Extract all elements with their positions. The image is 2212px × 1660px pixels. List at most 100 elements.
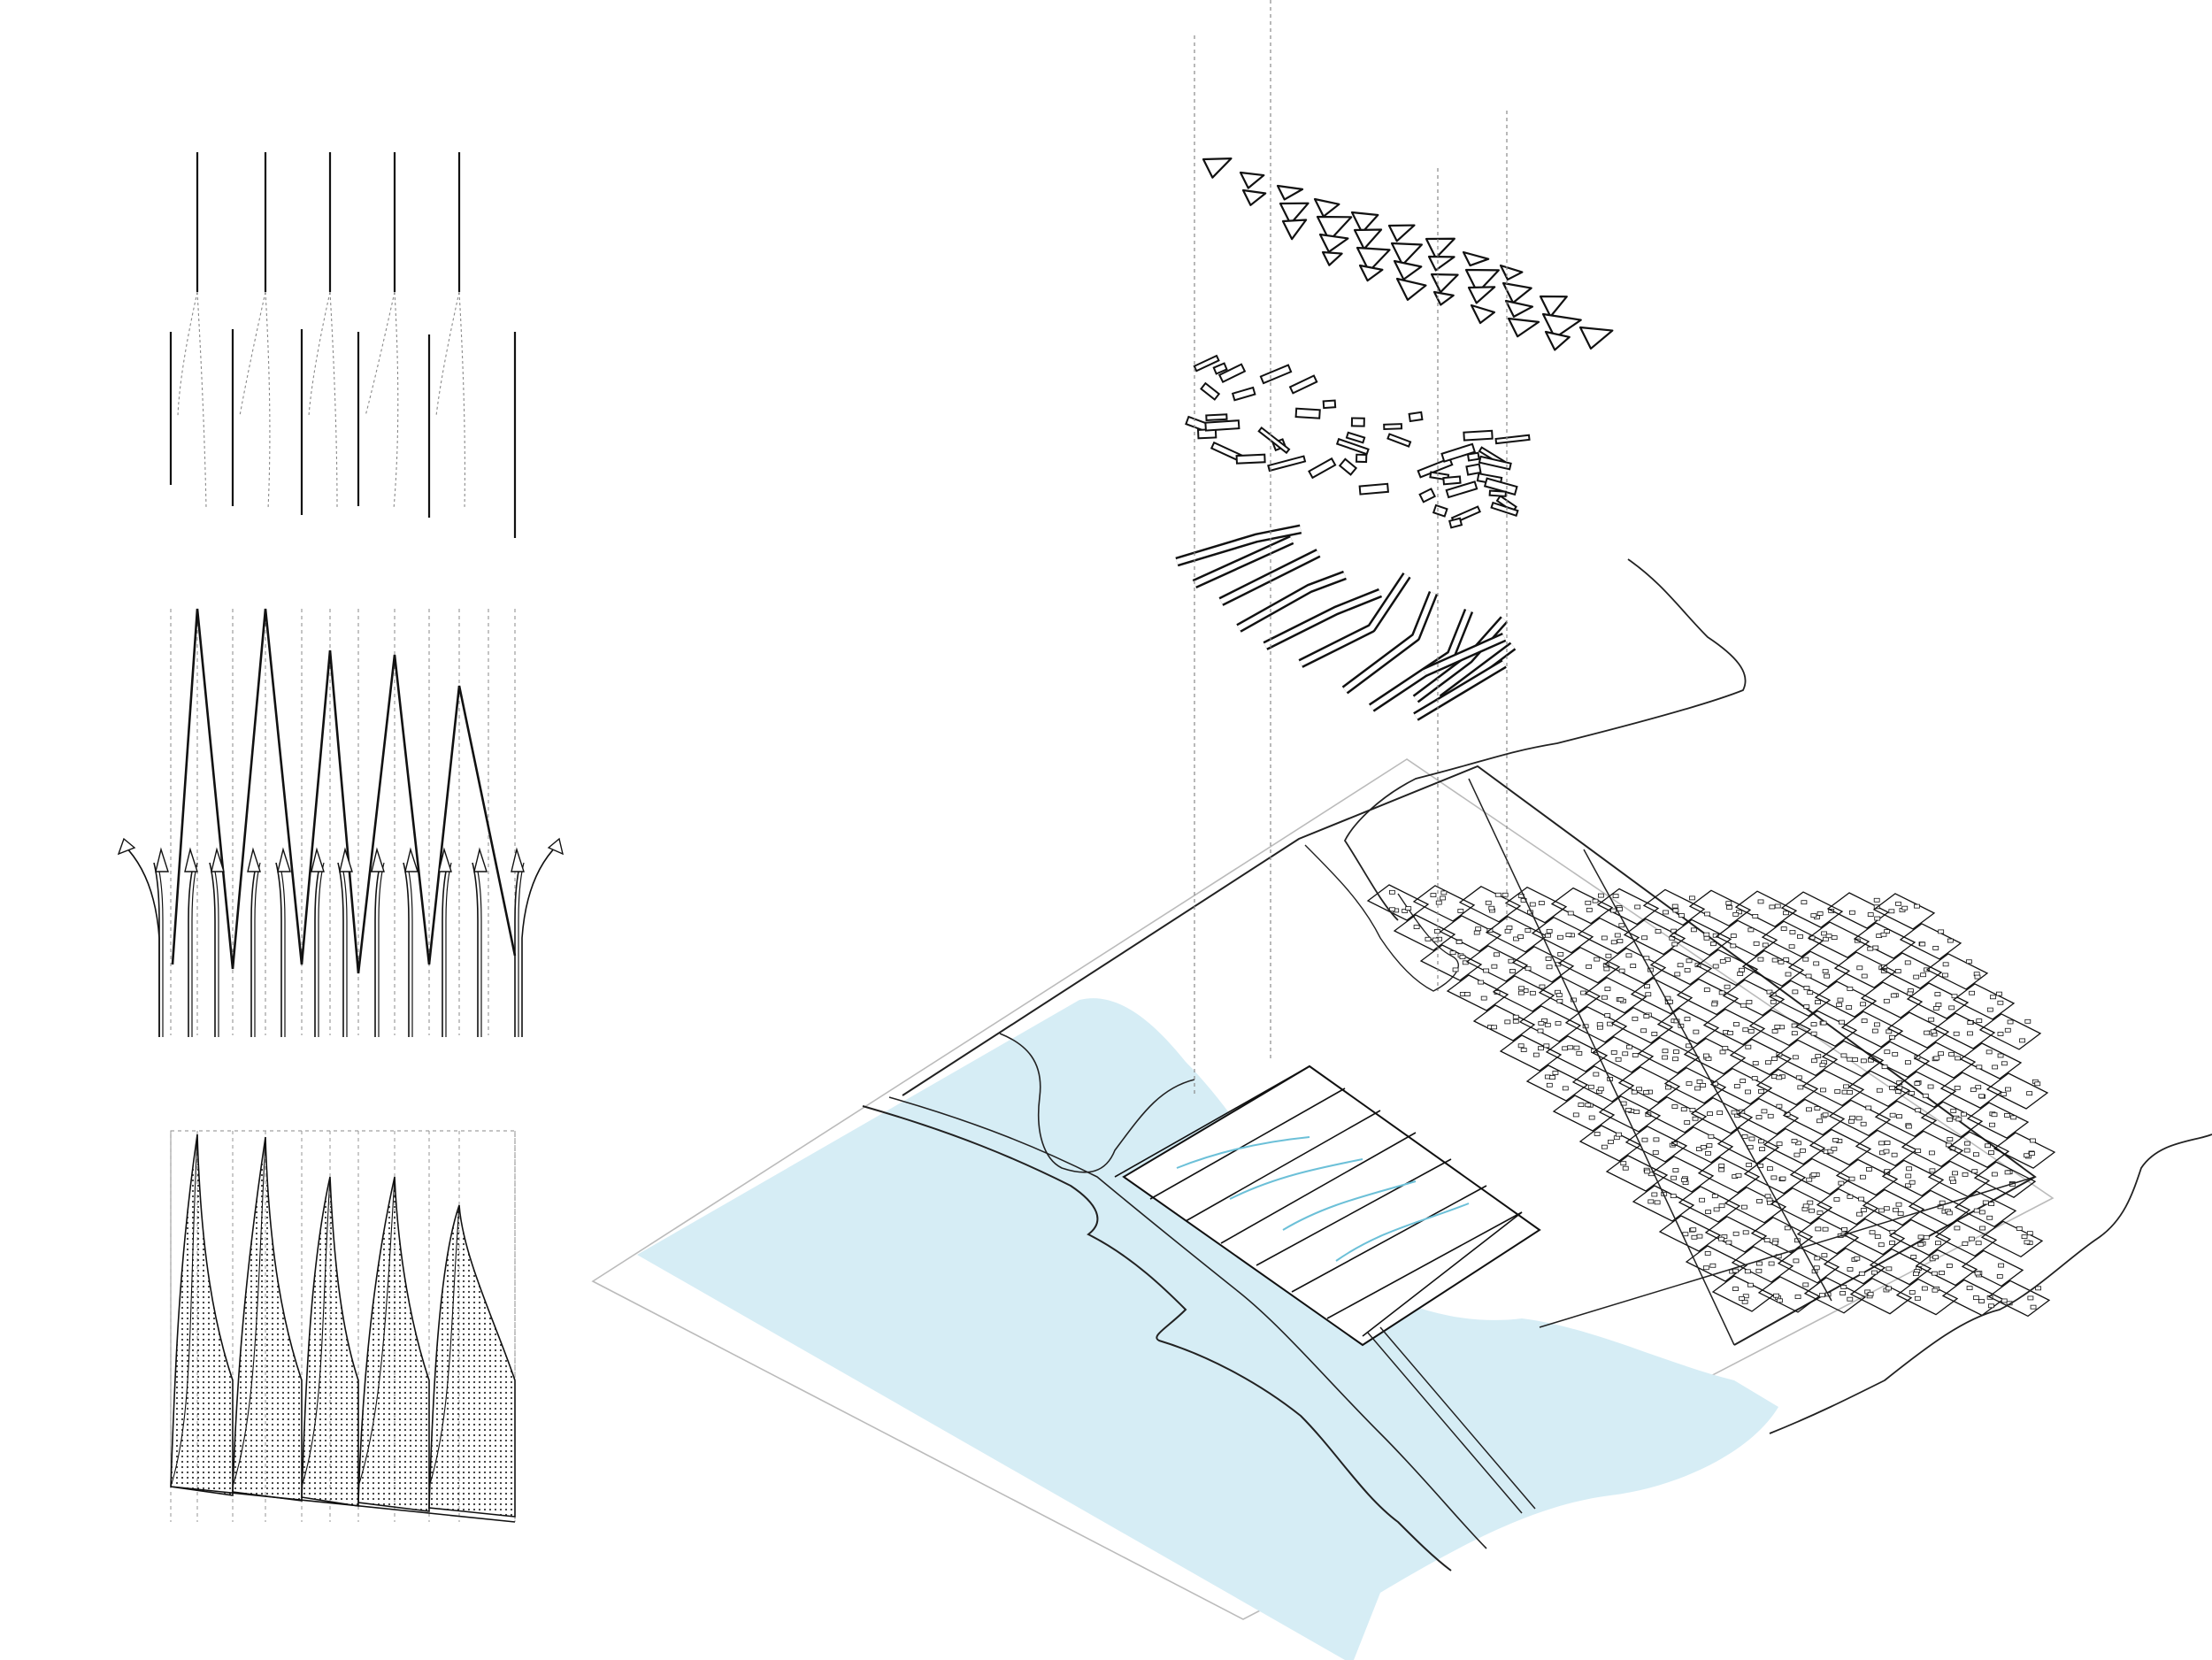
building	[1608, 1140, 1614, 1144]
projection-guide-lines	[1194, 0, 1508, 1097]
scattered-block	[1259, 364, 1293, 385]
city-block	[1651, 1156, 1715, 1193]
building	[1641, 935, 1648, 941]
building	[1517, 934, 1525, 939]
city-block	[1658, 1215, 1722, 1252]
building	[1767, 1113, 1774, 1118]
building	[1546, 964, 1553, 970]
building	[1884, 1141, 1891, 1145]
building	[1747, 1028, 1755, 1034]
building	[1494, 952, 1500, 957]
building	[1891, 1152, 1898, 1157]
building	[1567, 911, 1574, 916]
building	[1733, 1084, 1740, 1088]
building	[1525, 928, 1532, 933]
linear-bar-fill	[1193, 537, 1294, 587]
building	[1824, 973, 1831, 979]
building	[1938, 929, 1945, 934]
building	[1452, 967, 1459, 972]
building	[1529, 902, 1536, 907]
building	[1455, 940, 1463, 944]
outer-arrow-right	[521, 844, 558, 1037]
triangular-plot	[1281, 219, 1308, 241]
building	[1513, 936, 1519, 941]
building	[1802, 957, 1809, 962]
triangular-plot	[1464, 268, 1500, 294]
water-body	[637, 998, 1778, 1660]
linear-bar-fill	[1370, 609, 1471, 711]
building	[1549, 1075, 1555, 1080]
building	[1990, 995, 1996, 1000]
building	[1969, 990, 1975, 995]
building	[1928, 1017, 1935, 1022]
city-block	[1925, 953, 1989, 990]
arrow-head	[404, 847, 419, 872]
city-block	[1412, 885, 1476, 922]
building	[1520, 1048, 1527, 1052]
city-block	[1959, 1042, 2023, 1080]
building	[1822, 1112, 1829, 1118]
building	[1909, 1091, 1915, 1095]
building	[1740, 1003, 1747, 1008]
city-block	[1869, 1248, 1932, 1286]
scattered-block	[1463, 429, 1494, 442]
building	[1707, 1111, 1713, 1117]
building	[1539, 984, 1546, 989]
building	[2030, 1138, 2036, 1143]
building	[1847, 1057, 1854, 1062]
building	[1967, 1031, 1973, 1036]
building	[1846, 1005, 1853, 1010]
city-block	[1531, 916, 1594, 954]
building	[1770, 1057, 1778, 1061]
building	[1766, 1166, 1773, 1172]
city-block	[1920, 1101, 1984, 1138]
building	[1735, 1172, 1742, 1178]
building	[1988, 1303, 1994, 1309]
building	[1739, 967, 1745, 972]
building	[1755, 1268, 1763, 1273]
triangular-plot	[1241, 188, 1267, 206]
triangular-plot	[1425, 237, 1455, 259]
building	[1718, 1164, 1725, 1168]
coastline-inner	[888, 1096, 1487, 1549]
building	[1810, 1058, 1817, 1064]
scattered-block	[1483, 477, 1518, 496]
arrow-head	[117, 837, 136, 856]
building	[1759, 1147, 1765, 1151]
city-block	[1656, 1007, 1720, 1045]
building	[1594, 957, 1601, 962]
building	[1663, 910, 1669, 915]
building	[1827, 1149, 1834, 1154]
section-ground	[170, 1486, 516, 1523]
spike-edge	[301, 1176, 331, 1487]
building	[1946, 1210, 1953, 1216]
building	[1935, 1241, 1941, 1246]
building	[1928, 1150, 1935, 1156]
building	[1745, 1089, 1751, 1095]
building	[1907, 991, 1914, 996]
city-block	[1717, 1126, 1780, 1164]
triangular-plot	[1393, 259, 1423, 281]
building	[1858, 1271, 1865, 1276]
linear-bar-fill	[1263, 590, 1382, 649]
city-block	[1642, 888, 1706, 926]
building	[1978, 1210, 1985, 1215]
building	[1529, 990, 1536, 995]
building	[1840, 1053, 1847, 1058]
building	[1920, 972, 1926, 978]
triangular-plot	[1316, 215, 1353, 242]
fan-strip-line	[1220, 1132, 1417, 1244]
triangular-plot	[1390, 242, 1423, 266]
city-block	[1755, 1068, 1819, 1106]
scattered-block	[1417, 457, 1454, 479]
city-block	[1748, 1009, 1812, 1047]
building	[1886, 1286, 1892, 1291]
city-block	[1485, 916, 1548, 953]
building	[1440, 890, 1448, 895]
building	[1973, 1295, 1979, 1300]
building	[1821, 1253, 1828, 1258]
arrow-stem	[337, 862, 344, 1037]
building	[1909, 1290, 1916, 1295]
